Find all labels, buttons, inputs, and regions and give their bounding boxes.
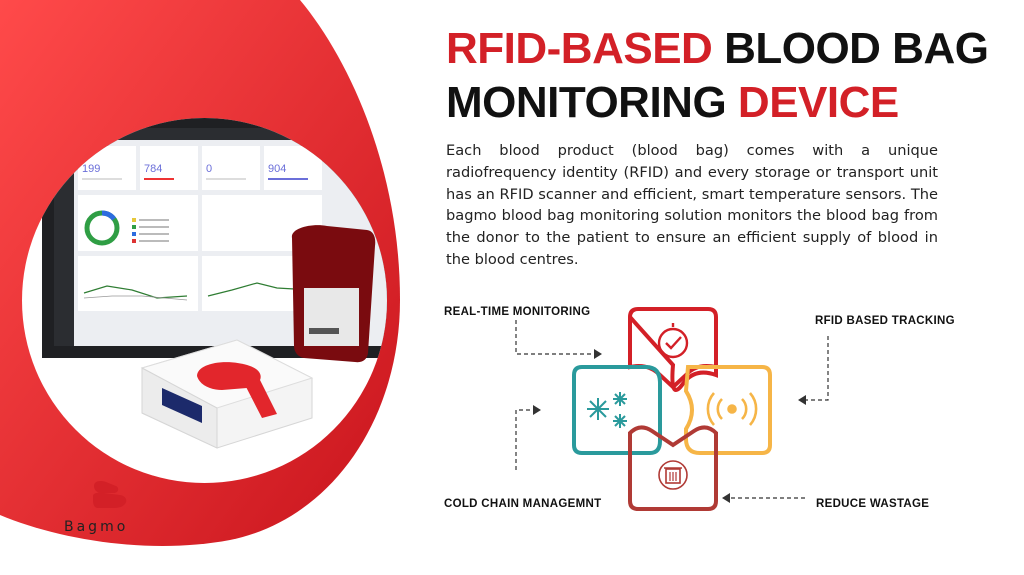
bottom-shape xyxy=(628,425,718,511)
trash-icon xyxy=(658,460,688,490)
stat-value-2: 784 xyxy=(144,163,162,175)
features-diagram xyxy=(572,307,772,511)
stat-value-3: 0 xyxy=(206,163,212,175)
label-rfid-tracking: RFID BASED TRACKING xyxy=(815,315,955,327)
description-text: Each blood product (blood bag) comes wit… xyxy=(446,142,938,268)
bagmo-logo-icon xyxy=(93,481,127,508)
hero-image: 199 784 0 904 xyxy=(22,118,387,483)
snowflakes-icon xyxy=(587,392,627,428)
right-shape xyxy=(683,365,772,455)
title-part-3: MONITORING xyxy=(446,78,727,127)
label-real-time-monitoring: REAL-TIME MONITORING xyxy=(444,306,591,318)
stat-value-4: 904 xyxy=(268,163,286,175)
rfid-signal-icon xyxy=(706,392,758,426)
left-shape xyxy=(572,365,662,455)
stat-value-1: 199 xyxy=(82,163,100,175)
title-part-4: DEVICE xyxy=(737,78,899,127)
device-illustration: 199 784 0 904 xyxy=(42,118,387,449)
label-cold-chain: COLD CHAIN MANAGEMNT xyxy=(444,498,602,510)
title-part-2: BLOOD BAG xyxy=(724,24,989,73)
clock-check-icon xyxy=(657,323,689,359)
brand-wordmark: Bagmo xyxy=(64,519,129,535)
connector-arrows xyxy=(515,320,829,503)
page-title: RFID-BASED BLOOD BAG MONITORING DEVICE xyxy=(446,22,1006,130)
title-part-1: RFID-BASED xyxy=(446,24,713,73)
label-reduce-wastage: REDUCE WASTAGE xyxy=(816,498,930,510)
